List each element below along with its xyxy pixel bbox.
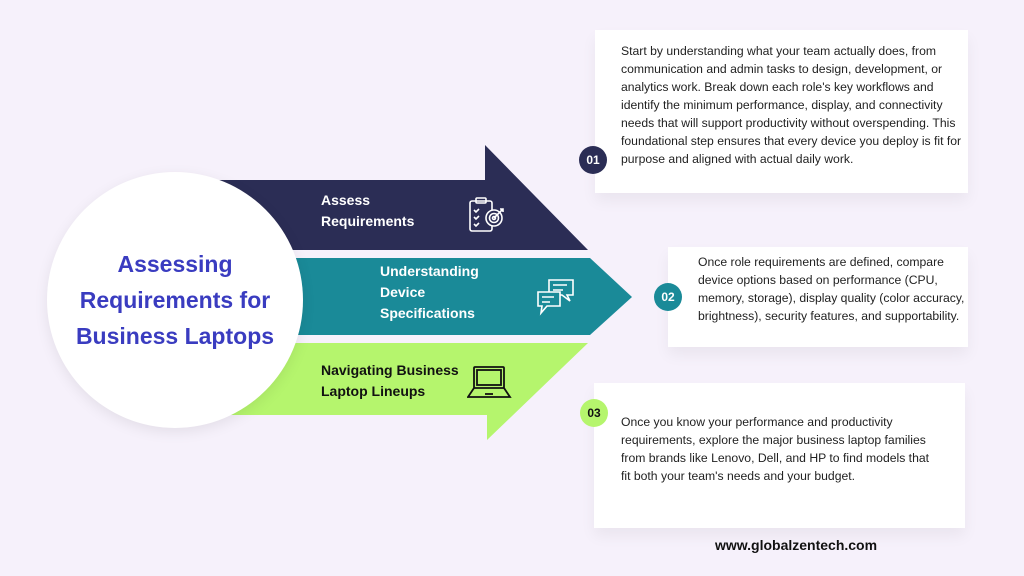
laptop-icon: [467, 366, 512, 398]
step-1-label-line: Assess: [321, 192, 371, 208]
step-1-badge: 01: [579, 146, 607, 174]
page-title: Assessing Requirements for Business Lapt…: [75, 251, 275, 349]
step-1-card: Start by understanding what your team ac…: [595, 30, 968, 193]
chat-bubbles-icon: [537, 279, 574, 316]
step-3-card: Once you know your performance and produ…: [594, 383, 965, 528]
step-2-card: Once role requirements are defined, comp…: [668, 247, 968, 347]
title-circle: Assessing Requirements for Business Lapt…: [47, 172, 303, 428]
step-1-description: Start by understanding what your team ac…: [621, 44, 962, 166]
website-url[interactable]: www.globalzentech.com: [715, 537, 878, 553]
step-3-description: Once you know your performance and produ…: [621, 415, 930, 483]
arrow-step-2: [200, 258, 632, 335]
step-3-label-line: Laptop Lineups: [321, 383, 426, 399]
clipboard-target-icon: [469, 197, 504, 232]
step-2-description: Once role requirements are defined, comp…: [698, 255, 965, 323]
step-1-label-line: Requirements: [321, 213, 415, 229]
step-3-badge: 03: [580, 399, 608, 427]
step-3-label: Navigating Business Laptop Lineups: [321, 360, 459, 402]
step-2-label: Understanding Device Specifications: [380, 261, 479, 324]
step-3-label-line: Navigating Business: [321, 362, 459, 378]
step-1-label: Assess Requirements: [321, 190, 414, 232]
step-2-label-line: Understanding: [380, 263, 479, 279]
step-2-label-line: Specifications: [380, 305, 475, 321]
step-2-label-line: Device: [380, 284, 426, 300]
step-2-badge: 02: [654, 283, 682, 311]
